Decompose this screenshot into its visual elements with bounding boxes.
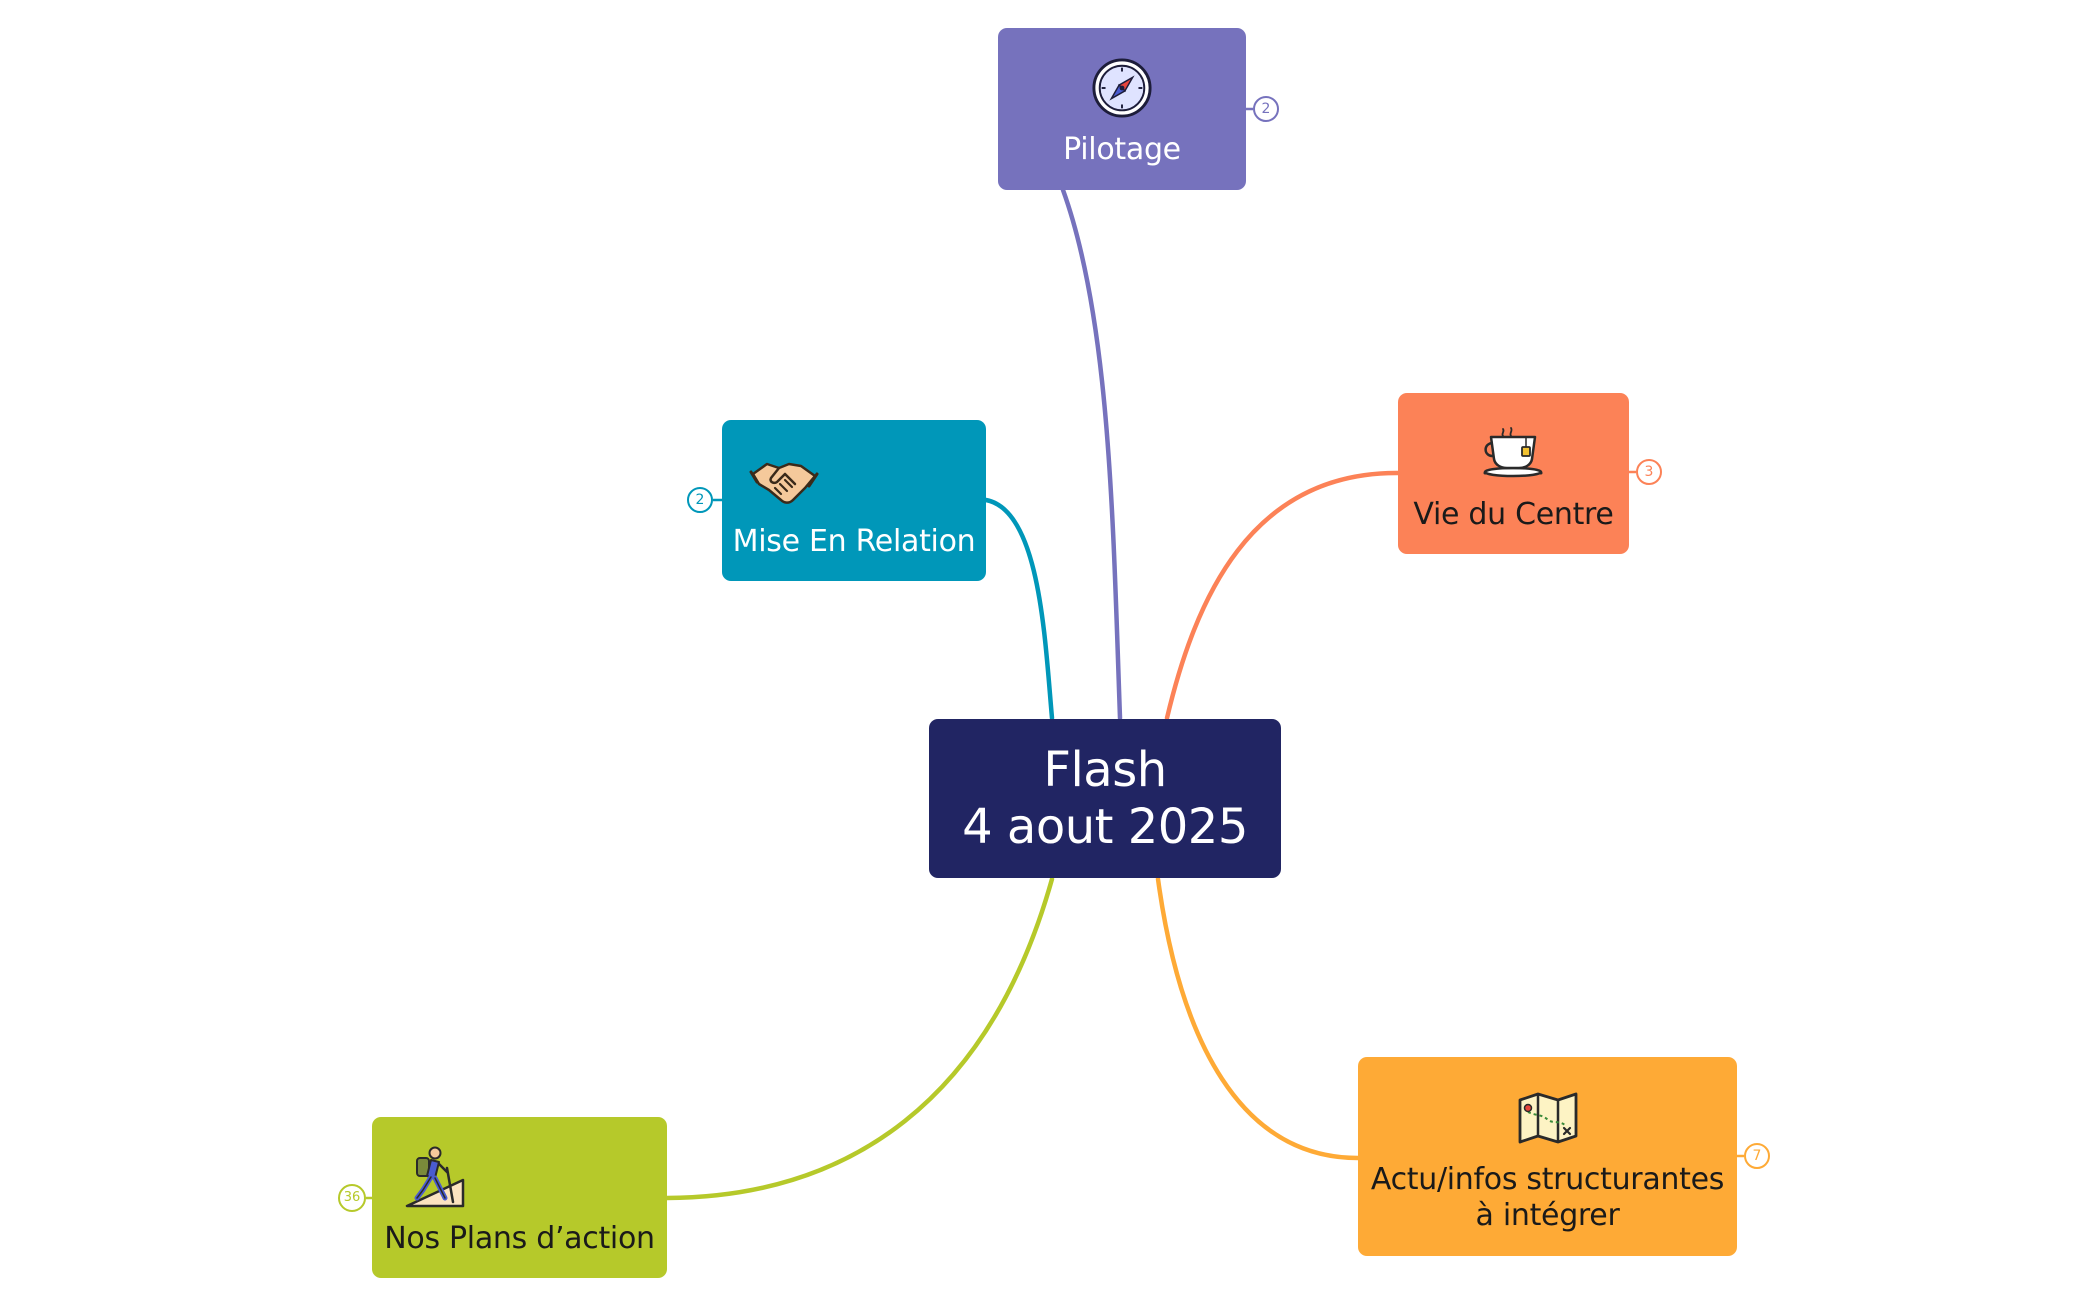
central-topic-line-1: Flash: [1043, 741, 1167, 798]
topic-mise-en-relation[interactable]: Mise En Relation: [722, 420, 986, 581]
topic-pilotage[interactable]: Pilotage: [998, 28, 1246, 190]
collapsed-count-badge-actu-infos[interactable]: 7: [1744, 1143, 1770, 1169]
connector-vie-du-centre: [1164, 470, 1401, 721]
hiker-icon: [396, 1139, 472, 1215]
connector-plans-action: [664, 876, 1055, 1201]
central-topic-line-2: 4 aout 2025: [962, 798, 1248, 855]
collapsed-count-badge-vie-du-centre[interactable]: 3: [1636, 459, 1662, 485]
topic-actu-infos-line-1: Actu/infos structurantes: [1370, 1161, 1725, 1197]
compass-icon: [1084, 50, 1160, 126]
connector-actu-infos: [1155, 876, 1361, 1161]
topic-vie-du-centre-label: Vie du Centre: [1413, 496, 1614, 532]
topic-actu-infos-structurantes[interactable]: Actu/infos structurantes à intégrer: [1358, 1057, 1737, 1256]
map-icon: [1510, 1080, 1586, 1156]
topic-nos-plans-d-action-label: Nos Plans d’action: [384, 1220, 655, 1256]
topic-pilotage-label: Pilotage: [1063, 132, 1181, 167]
collapsed-count-badge-pilotage[interactable]: 2: [1253, 96, 1279, 122]
collapsed-count-badge-mise-en-relation[interactable]: 2: [687, 487, 713, 513]
collapsed-count-badge-nos-plans-d-action[interactable]: 36: [338, 1184, 366, 1212]
teacup-icon: [1476, 415, 1552, 491]
topic-mise-en-relation-label: Mise En Relation: [732, 523, 976, 559]
topic-vie-du-centre[interactable]: Vie du Centre: [1398, 393, 1629, 554]
connector-pilotage: [1060, 187, 1123, 721]
handshake-icon: [746, 442, 822, 518]
topic-nos-plans-d-action[interactable]: Nos Plans d’action: [372, 1117, 667, 1278]
topic-actu-infos-line-2: à intégrer: [1475, 1197, 1620, 1233]
central-topic[interactable]: Flash 4 aout 2025: [929, 719, 1281, 878]
connector-mise-en-relation: [983, 497, 1055, 721]
